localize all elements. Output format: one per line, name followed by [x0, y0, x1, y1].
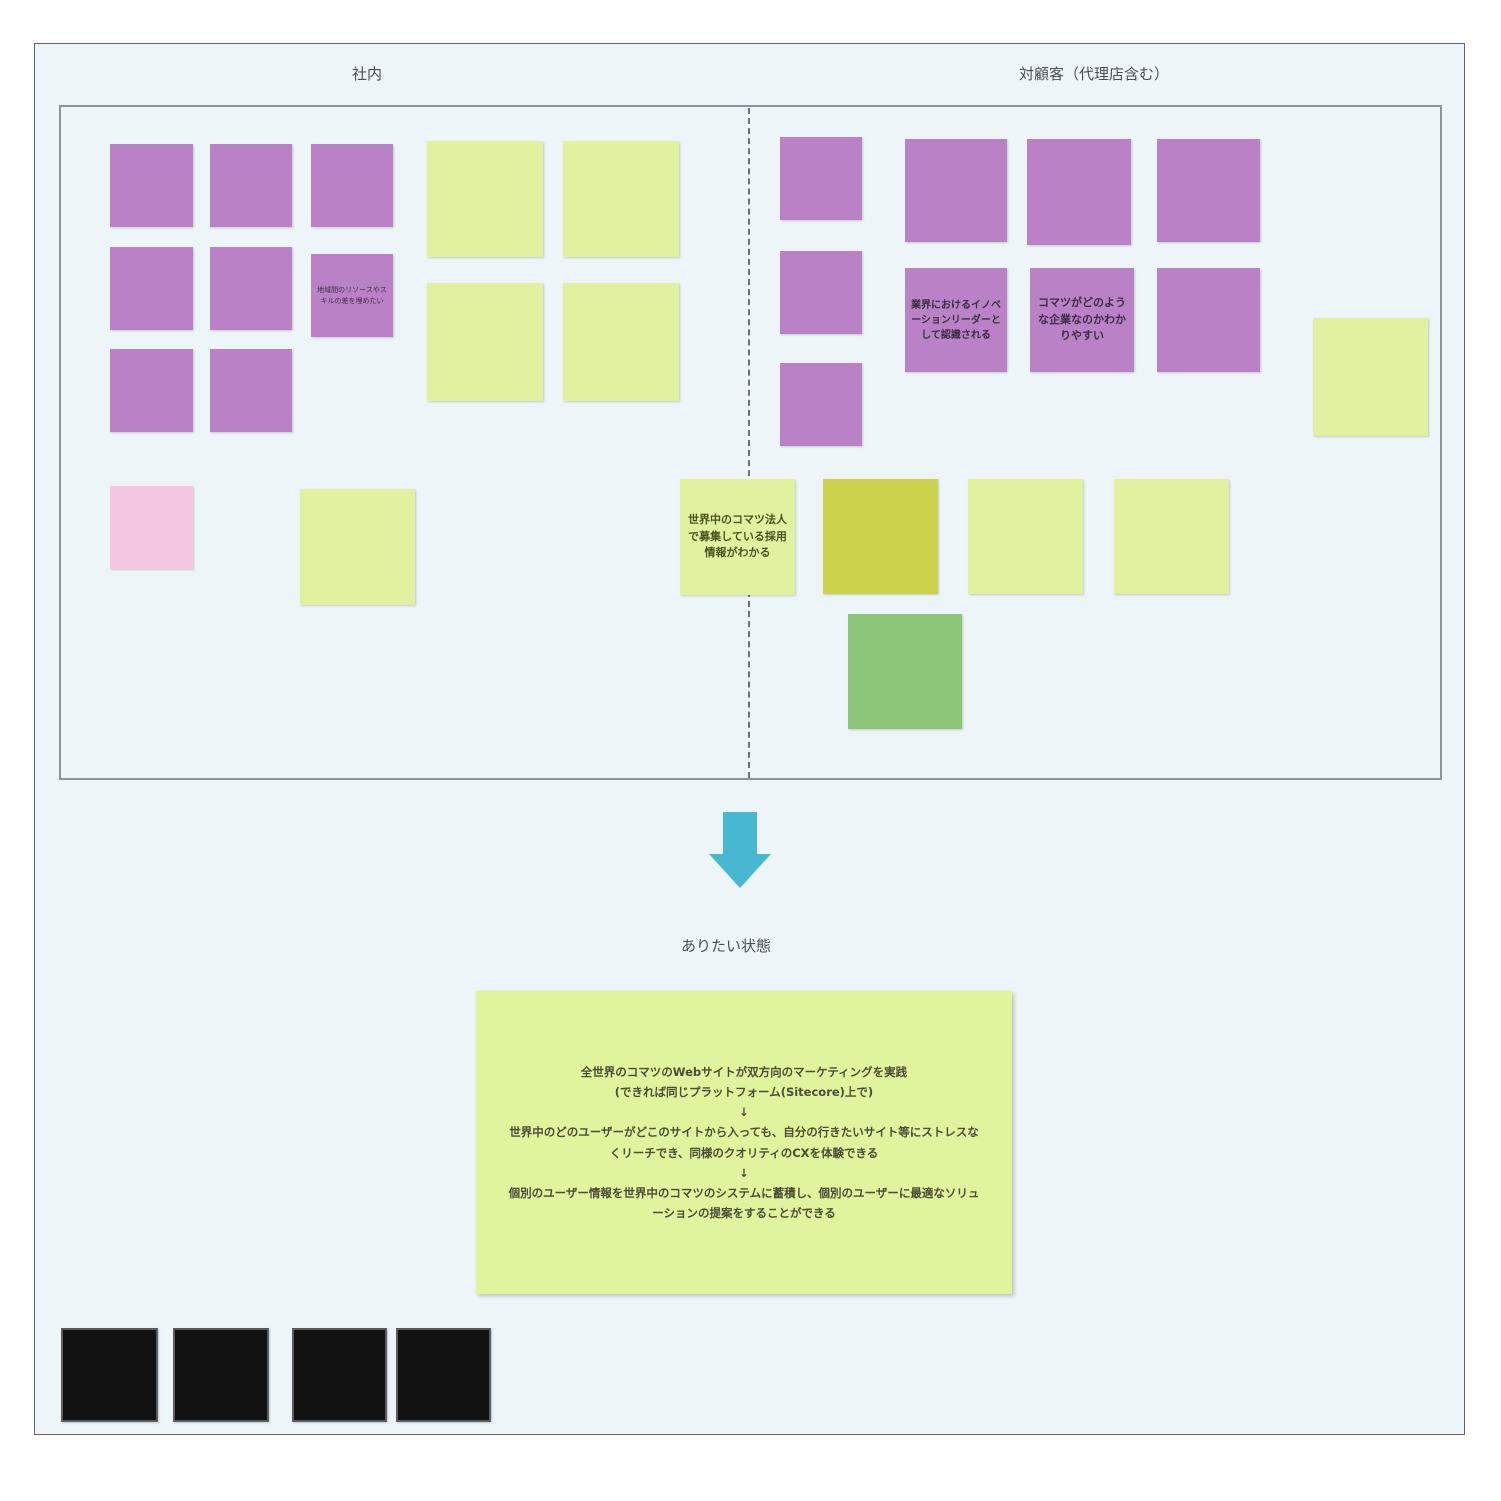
- sticky-note[interactable]: [1114, 479, 1229, 594]
- sticky-note-dark[interactable]: [173, 1328, 269, 1422]
- sticky-note[interactable]: [210, 247, 292, 330]
- sticky-note[interactable]: [563, 141, 679, 257]
- sticky-note[interactable]: [427, 141, 543, 257]
- sticky-note[interactable]: [968, 479, 1083, 594]
- sticky-note[interactable]: 地域間のリソースやスキルの差を埋めたい: [311, 254, 393, 337]
- sticky-note[interactable]: [300, 489, 415, 605]
- heading-desired-state: ありたい状態: [681, 937, 772, 955]
- sticky-note-dark[interactable]: [396, 1328, 491, 1422]
- sticky-note[interactable]: [210, 349, 292, 432]
- down-arrow-icon: [709, 812, 771, 888]
- heading-internal: 社内: [352, 65, 383, 83]
- sticky-note[interactable]: [780, 137, 862, 220]
- sticky-note-dark[interactable]: [292, 1328, 387, 1422]
- sticky-note[interactable]: [1157, 139, 1260, 242]
- section-divider: [748, 108, 750, 778]
- sticky-note[interactable]: [311, 144, 393, 227]
- goal-text: 全世界のコマツのWebサイトが双方向のマーケティングを実践 (できれば同じプラッ…: [508, 1065, 980, 1220]
- sticky-note[interactable]: [1027, 139, 1131, 245]
- sticky-note[interactable]: [848, 614, 962, 729]
- sticky-note[interactable]: [110, 247, 193, 330]
- heading-customers: 対顧客（代理店含む）: [1019, 65, 1170, 83]
- sticky-note[interactable]: [823, 479, 938, 594]
- sticky-note[interactable]: [780, 363, 862, 446]
- sticky-note[interactable]: 業界におけるイノベーションリーダーとして認識される: [905, 268, 1007, 372]
- sticky-note[interactable]: [110, 486, 193, 569]
- sticky-note[interactable]: [110, 349, 193, 432]
- sticky-note-highlight[interactable]: 世界中のコマツ法人で募集している採用情報がわかる: [680, 479, 795, 595]
- sticky-note[interactable]: [905, 139, 1007, 242]
- sticky-note[interactable]: [110, 144, 193, 227]
- current-state-frame[interactable]: [59, 105, 1442, 780]
- sticky-note[interactable]: [563, 283, 679, 401]
- sticky-note[interactable]: [427, 283, 543, 401]
- sticky-note[interactable]: [1157, 268, 1260, 372]
- sticky-note-dark[interactable]: [61, 1328, 158, 1422]
- sticky-note[interactable]: [780, 251, 862, 334]
- goal-note[interactable]: 全世界のコマツのWebサイトが双方向のマーケティングを実践 (できれば同じプラッ…: [476, 991, 1012, 1294]
- sticky-note[interactable]: コマツがどのような企業なのかわかりやすい: [1030, 268, 1134, 372]
- sticky-note[interactable]: [210, 144, 292, 227]
- sticky-note[interactable]: [1313, 318, 1428, 436]
